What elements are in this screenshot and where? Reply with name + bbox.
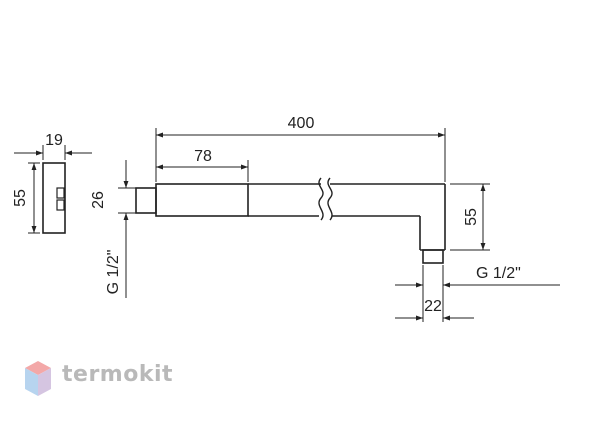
dim-26-label: 26 bbox=[90, 191, 107, 209]
dim-22-label: 22 bbox=[424, 298, 442, 315]
dim-flange-width: 19 bbox=[45, 132, 63, 149]
arm-body bbox=[155, 183, 249, 217]
flange-notch-top bbox=[56, 187, 65, 199]
dim-78-label: 78 bbox=[194, 148, 212, 165]
shower-arm bbox=[135, 177, 446, 264]
dim-400-label: 400 bbox=[288, 115, 315, 132]
termokit-logo-icon bbox=[25, 361, 51, 396]
dim-height-right: 55 bbox=[450, 183, 490, 251]
dim-body-length: 78 bbox=[156, 148, 249, 182]
flange-notch-bottom bbox=[56, 199, 65, 211]
flange-body bbox=[42, 162, 66, 234]
dim-55-right-label: 55 bbox=[463, 208, 480, 226]
dim-total-length: 400 bbox=[155, 115, 446, 182]
break-symbol-left bbox=[318, 177, 324, 221]
dim-pipe-height: 26 G 1/2" bbox=[90, 160, 136, 298]
dim-flange-height: 55 bbox=[12, 189, 29, 207]
flange-side-view: 19 55 bbox=[12, 132, 92, 234]
dim-outlet: G 1/2" 22 bbox=[395, 265, 560, 322]
thread-label-right: G 1/2" bbox=[476, 265, 521, 282]
break-symbol-right bbox=[327, 177, 333, 221]
brand-watermark: termokit bbox=[62, 362, 174, 387]
outlet-nut bbox=[422, 249, 444, 264]
thread-end-left bbox=[135, 187, 157, 214]
thread-label-left: G 1/2" bbox=[105, 250, 122, 295]
